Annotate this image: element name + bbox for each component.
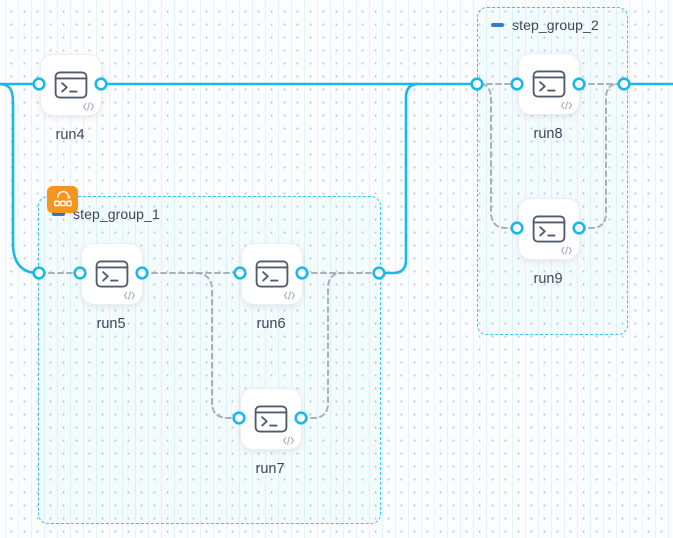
node-label: run6 bbox=[256, 316, 286, 332]
minus-icon bbox=[51, 212, 65, 216]
terminal-icon bbox=[255, 260, 289, 288]
code-icon bbox=[82, 102, 95, 111]
collapse-group-button[interactable] bbox=[51, 207, 65, 221]
terminal-icon bbox=[54, 71, 88, 99]
code-icon bbox=[560, 246, 573, 255]
node-card[interactable] bbox=[81, 243, 143, 305]
edge-start-to-group1-entry bbox=[0, 82, 40, 275]
group-header: step_group_2 bbox=[478, 8, 627, 33]
terminal-icon bbox=[532, 70, 566, 98]
node-run6[interactable]: run6 bbox=[241, 243, 303, 332]
loop-matrix-badge-icon bbox=[47, 186, 78, 213]
collapse-group-button[interactable] bbox=[490, 18, 504, 32]
code-icon bbox=[123, 291, 136, 300]
node-label: run9 bbox=[533, 271, 563, 287]
terminal-icon bbox=[95, 260, 129, 288]
node-run9[interactable]: run9 bbox=[518, 198, 580, 287]
edge-group1-exit-to-group2-entry bbox=[378, 82, 421, 275]
minus-icon bbox=[490, 23, 504, 27]
node-label: run8 bbox=[533, 126, 563, 142]
node-run8[interactable]: run8 bbox=[518, 53, 580, 142]
node-run7[interactable]: run7 bbox=[240, 388, 302, 477]
node-card[interactable] bbox=[518, 198, 580, 260]
node-card[interactable] bbox=[518, 53, 580, 115]
group-step-group-2[interactable]: step_group_2 bbox=[477, 7, 628, 335]
node-label: run7 bbox=[255, 461, 285, 477]
group-header: step_group_1 bbox=[39, 197, 380, 222]
group-title: step_group_1 bbox=[73, 206, 160, 222]
node-card[interactable] bbox=[40, 54, 102, 116]
node-card[interactable] bbox=[240, 388, 302, 450]
group-title: step_group_2 bbox=[512, 17, 599, 33]
node-label: run4 bbox=[55, 127, 85, 143]
node-card[interactable] bbox=[241, 243, 303, 305]
code-icon bbox=[283, 291, 296, 300]
group-step-group-1[interactable]: step_group_1 bbox=[38, 186, 381, 524]
terminal-icon bbox=[254, 405, 288, 433]
node-run5[interactable]: run5 bbox=[81, 243, 143, 332]
node-label: run5 bbox=[96, 316, 126, 332]
terminal-icon bbox=[532, 215, 566, 243]
node-run4[interactable]: run4 bbox=[40, 54, 102, 143]
code-icon bbox=[282, 436, 295, 445]
code-icon bbox=[560, 101, 573, 110]
